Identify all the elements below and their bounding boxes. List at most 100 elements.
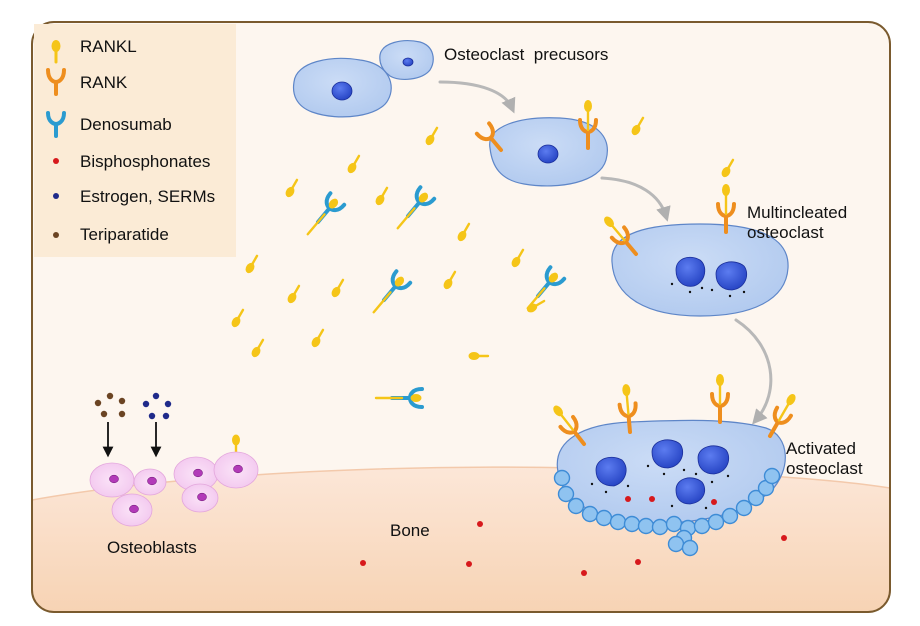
rankl-molecule (311, 328, 325, 348)
rankl-molecule (285, 178, 299, 198)
arrow-mono-to-multi (600, 176, 671, 222)
rankl-molecule (251, 338, 265, 358)
multinucleated-osteoclast (611, 223, 789, 317)
activated-nucleus-3 (697, 445, 730, 475)
rankl-molecule (631, 116, 645, 136)
rankl-molecule (425, 126, 439, 146)
legend-label-rankl: RANKL (80, 37, 137, 56)
rankl-molecule (468, 352, 490, 360)
rankl-molecule (457, 222, 471, 242)
rank-receptor (710, 374, 730, 424)
ruffled-border-bead (637, 517, 655, 535)
legend-label-bisphosphonates: Bisphosphonates (80, 152, 210, 171)
estrogen-serm-dots (142, 392, 172, 420)
rank-receptor (474, 121, 503, 152)
teriparatide-dots (94, 392, 126, 418)
rankl-molecule (347, 154, 361, 174)
denosumab-antibody (374, 387, 424, 409)
ruffled-border-bead (609, 513, 627, 531)
osteoblast-nucleus (109, 474, 119, 484)
label-bone: Bone (390, 521, 430, 540)
rankl-icon (51, 40, 61, 64)
activated-osteoclast (553, 419, 786, 557)
ruffled-border-bead (707, 513, 725, 531)
denosumab-antibody-icon (46, 111, 66, 138)
ruffled-border-bead (567, 497, 585, 515)
rankl-molecule (231, 308, 245, 328)
rank-receptor (716, 184, 736, 234)
rank-rankl-complexes (474, 100, 796, 446)
osteoblast-nucleus (193, 468, 203, 478)
mononuclear-nucleus (537, 144, 559, 164)
activated-nucleus-1 (595, 456, 627, 487)
process-arrows (438, 80, 773, 425)
rankl-molecule (331, 278, 345, 298)
ruffled-border-bead (693, 517, 711, 535)
free-rankl-molecules (231, 116, 735, 456)
ruffled-border-bead (681, 539, 699, 557)
arrow-precursor-to-mono (438, 80, 516, 114)
rank-receptor-icon (46, 68, 66, 96)
denosumab-antibody (526, 265, 567, 310)
ruffled-border-bead (581, 505, 599, 523)
ruffled-border-bead (623, 515, 641, 533)
denosumab-antibody (306, 191, 347, 236)
ruffled-border-bead (553, 469, 571, 487)
label-osteoblasts: Osteoblasts (107, 538, 197, 557)
rankl-molecule (511, 248, 525, 268)
navy-dot-icon (53, 193, 59, 199)
activated-nucleus-4 (675, 477, 706, 505)
osteoblast-cells (89, 392, 259, 527)
precursor-nucleus (331, 81, 353, 101)
legend-label-estrogen-serms: Estrogen, SERMs (80, 187, 215, 206)
legend-label-denosumab: Denosumab (80, 115, 172, 134)
ruffled-border-beads (553, 467, 781, 557)
label-activated-line1: Activated (786, 439, 856, 458)
rankl-molecule (287, 284, 301, 304)
precursor-small-nucleus (402, 57, 414, 67)
multinucleated-nucleus-2 (715, 261, 748, 291)
label-multinucleated-line1: Multincleated (747, 203, 847, 222)
ruffled-border-bead (667, 535, 685, 553)
osteoclast-precursor-cells (292, 40, 434, 118)
red-dot-icon (53, 158, 59, 164)
legend-label-rank: RANK (80, 73, 128, 92)
osteoblast-nucleus (233, 464, 243, 474)
ruffled-border-bead (747, 489, 765, 507)
mononuclear-osteoclast (489, 117, 608, 187)
rankl-molecule (245, 254, 259, 274)
ruffled-border-bead (721, 507, 739, 525)
denosumab-antibody (396, 185, 437, 230)
osteoblast-nucleus (129, 504, 139, 514)
arrow-multi-to-activated (734, 318, 773, 425)
denosumab-antibody (372, 269, 413, 314)
legend: RANKL RANK Denosumab Bisphosphonates Est… (34, 24, 236, 257)
activated-nucleus-2 (651, 439, 684, 469)
label-multinucleated-line2: osteoclast (747, 223, 824, 242)
denosumab-bound-rankl (306, 185, 567, 409)
brown-dot-icon (53, 232, 59, 238)
rankl-molecule (443, 270, 457, 290)
ruffled-border-bead (763, 467, 781, 485)
rankl-molecule (375, 186, 389, 206)
ruffled-border-bead (665, 515, 683, 533)
rank-receptor (768, 394, 796, 438)
multinucleated-nucleus-1 (675, 256, 706, 287)
label-activated-line2: osteoclast (786, 459, 863, 478)
ruffled-border-bead (651, 518, 669, 536)
ruffled-border-bead (735, 499, 753, 517)
bisphosphonate-dots (360, 496, 787, 576)
osteoblast-nucleus (147, 476, 157, 486)
label-osteoclast-precursors: Osteoclast precusors (444, 45, 608, 64)
osteoblast-nucleus (197, 492, 207, 502)
rank-receptor (617, 384, 638, 434)
rank-receptor (578, 100, 598, 150)
ruffled-border-bead (595, 509, 613, 527)
rankl-molecule (721, 158, 735, 178)
ruffled-border-bead (557, 485, 575, 503)
rank-receptor (604, 216, 638, 256)
legend-label-teriparatide: Teriparatide (80, 225, 169, 244)
diagram-panel-border (31, 21, 891, 613)
rank-receptor (553, 405, 586, 446)
